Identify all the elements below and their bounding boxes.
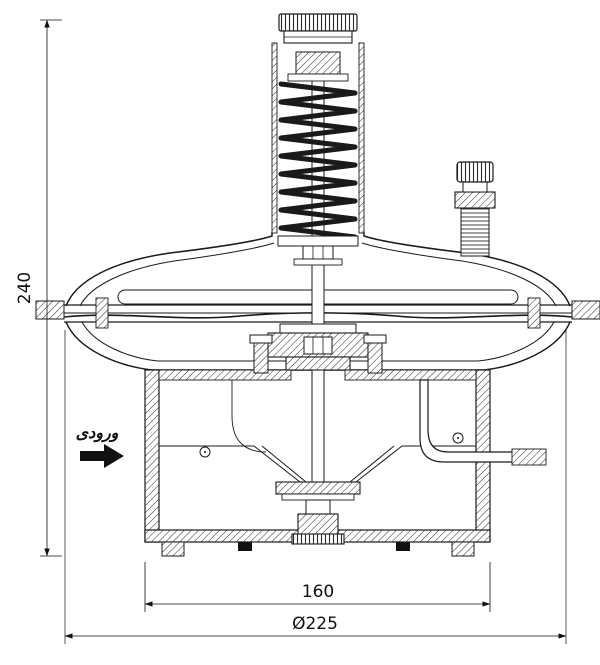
- valve-body: [144, 369, 491, 543]
- spring-top-seat: [287, 73, 349, 82]
- dim-width-label: 160: [302, 582, 334, 602]
- inlet-arrow-icon: [80, 444, 124, 468]
- adjustment-cap: [278, 13, 358, 44]
- dimensions: 240 160 Ø225 ورودی: [15, 19, 567, 644]
- feet: [161, 541, 475, 557]
- adjusting-screw-plug: [295, 51, 341, 75]
- body-wall-left: [144, 369, 160, 543]
- disc-nut: [305, 499, 331, 515]
- spring-housing: [271, 42, 365, 234]
- clamp-bolt-left: [253, 342, 269, 374]
- stem-nut: [303, 336, 333, 355]
- vent-knurled-cap: [456, 161, 494, 183]
- diaphragm-center-block: [249, 323, 387, 374]
- bottom-plug: [291, 513, 345, 545]
- flange-screw-right: [527, 297, 541, 329]
- dim-width: 160: [144, 562, 491, 612]
- clamp-bolt-right-head: [363, 334, 387, 344]
- main-spring: [278, 81, 358, 240]
- inner-partition: [231, 380, 267, 453]
- regulator-assembly: [35, 13, 600, 557]
- clamp-bolt-right: [367, 342, 383, 374]
- dim-diameter: Ø225: [64, 330, 567, 644]
- valve-seat: [253, 445, 403, 483]
- flange-screw-left: [95, 297, 109, 329]
- vent-hex-body: [454, 191, 496, 209]
- dim-height: 240: [15, 19, 62, 557]
- dim-diameter-label: Ø225: [292, 614, 338, 634]
- flange-bolt-left: [35, 300, 65, 320]
- clamp-bolt-left-head: [249, 334, 273, 344]
- inlet-annotation: ورودی: [76, 423, 124, 468]
- dim-height-label: 240: [15, 272, 35, 304]
- vent-fitting: [454, 161, 496, 257]
- valve-disc: [275, 481, 361, 515]
- spring-lower-seat: [277, 235, 359, 266]
- inlet-label: ورودی: [76, 423, 119, 443]
- vent-threaded-stem: [460, 207, 490, 257]
- pipe-end-fitting: [511, 448, 547, 466]
- flange-bolt-right: [571, 300, 600, 320]
